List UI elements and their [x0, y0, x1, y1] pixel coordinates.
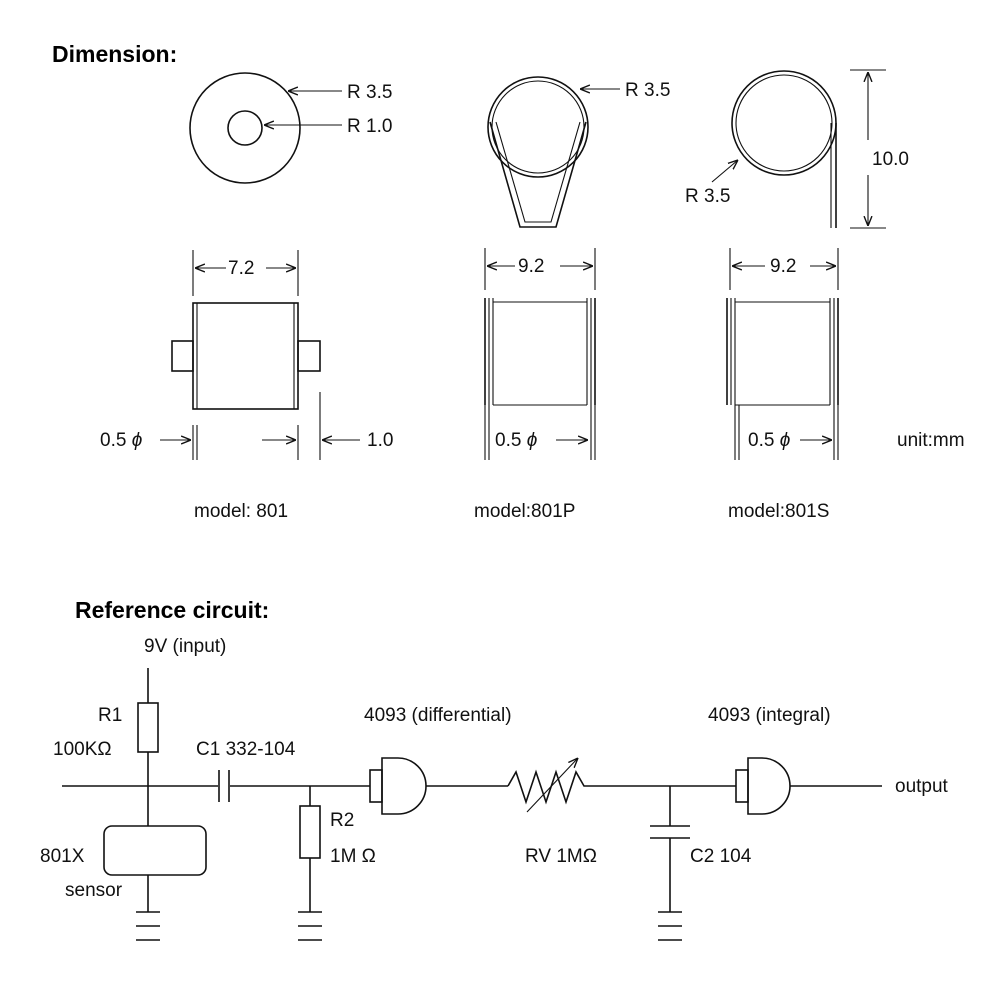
gate-4093-integral [735, 757, 791, 815]
lead-label: 0.5 ϕ [100, 430, 142, 451]
top-view-801s: 10.0 R 3.5 [685, 69, 909, 229]
sensor-label: sensor [65, 880, 123, 901]
model-label: model: 801 [194, 501, 288, 522]
r1-value: 100KΩ [53, 739, 112, 760]
c1-label: C1 332-104 [196, 739, 296, 760]
dimension-heading: Dimension: [52, 41, 177, 67]
lead-label: 0.5 ϕ [495, 430, 537, 451]
right-tab [297, 340, 321, 372]
body [192, 302, 299, 410]
top-view-801: R 3.5 R 1.0 [189, 72, 392, 184]
rv-adjust-arrow [526, 758, 578, 813]
gate2-label: 4093 (integral) [708, 705, 831, 726]
sensor-801x [103, 825, 207, 876]
r-outer-label: R 3.5 [347, 82, 392, 103]
c2-label: C2 104 [690, 846, 752, 867]
side-view-801p: 9.2 0.5 ϕ model:801P [474, 248, 596, 522]
r2-name: R2 [330, 810, 354, 831]
model-label: model:801S [728, 501, 829, 522]
tab-label: 1.0 [367, 430, 393, 451]
rv-label: RV 1MΩ [525, 846, 597, 867]
inner-circle [227, 110, 263, 146]
r-inner-label: R 1.0 [347, 116, 392, 137]
r-arrow [711, 160, 738, 183]
lead-outline [489, 121, 587, 228]
height-label: 10.0 [872, 149, 909, 170]
gate1-label: 4093 (differential) [364, 705, 512, 726]
width-label: 7.2 [228, 258, 254, 279]
unit-label: unit:mm [897, 430, 965, 451]
lead-inner [495, 121, 581, 223]
r1-name: R1 [98, 705, 122, 726]
sensor-name: 801X [40, 846, 85, 867]
r2-value: 1M Ω [330, 846, 376, 867]
outer-circle [189, 72, 301, 184]
lead-label: 0.5 ϕ [748, 430, 790, 451]
output-label: output [895, 776, 949, 797]
model-label: model:801P [474, 501, 575, 522]
side-view-801: 7.2 0.5 ϕ 1.0 model: 801 [100, 250, 393, 522]
ground-sensor [136, 911, 160, 941]
wires [62, 668, 882, 912]
r-label: R 3.5 [625, 80, 670, 101]
input-label: 9V (input) [144, 636, 226, 657]
resistor-r2 [299, 805, 321, 859]
side-view-801s: 9.2 0.5 ϕ model:801S [726, 248, 839, 522]
outer-circle [731, 70, 837, 176]
gate-4093-differential [369, 757, 427, 815]
inner-circle [491, 80, 585, 174]
width-label: 9.2 [518, 256, 544, 277]
circuit-heading: Reference circuit: [75, 597, 269, 623]
left-tab [171, 340, 194, 372]
ground-r2 [298, 911, 322, 941]
inner-circle [735, 74, 833, 172]
outer-circle [487, 76, 589, 178]
resistor-r1 [137, 702, 159, 753]
width-label: 9.2 [770, 256, 796, 277]
top-view-801p: R 3.5 [487, 76, 670, 228]
ground-c2 [658, 911, 682, 941]
r-label: R 3.5 [685, 186, 730, 207]
